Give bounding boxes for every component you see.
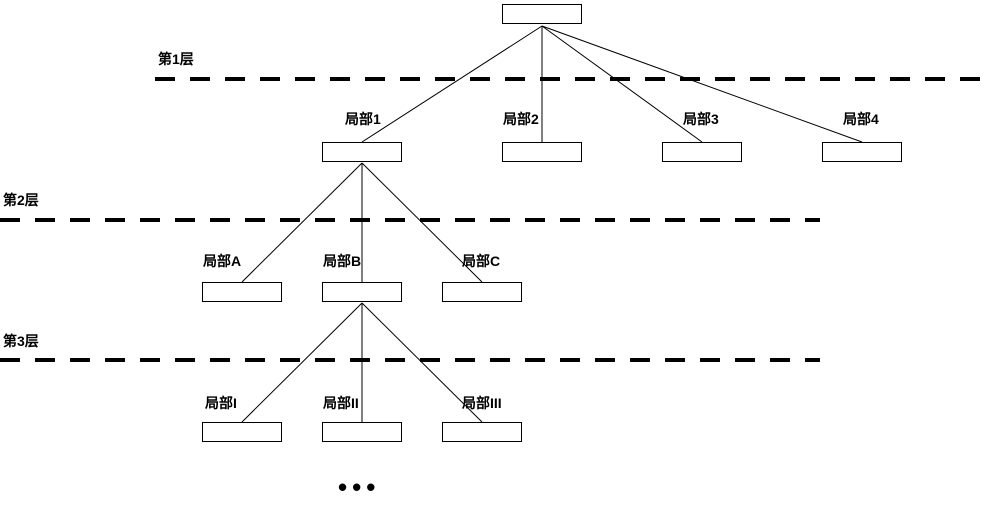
node-label-level1-4: 局部4 [843,111,879,127]
connector-l1-l2c [361,162,483,283]
node-level1-2 [502,142,582,162]
node-label-level3-iii: 局部III [462,395,502,411]
connector-l2-l3a [241,302,363,423]
node-label-level1-3: 局部3 [683,111,719,127]
connector-root-l1c [541,25,703,143]
node-level3-iii [442,422,522,442]
node-level3-ii [322,422,402,442]
node-level1-3 [662,142,742,162]
node-label-level1-2: 局部2 [503,111,539,127]
node-label-level1-1: 局部1 [345,111,381,127]
node-level2-b [322,282,402,302]
layer-label-1: 第1层 [158,51,194,67]
layer-label-2: 第2层 [3,192,39,208]
ellipsis-icon: ••• [338,472,381,502]
node-level2-c [442,282,522,302]
layer-label-3: 第3层 [3,333,39,349]
node-label-level2-a: 局部A [203,253,242,269]
node-label-level3-i: 局部I [205,395,237,411]
connector-root-l1a [361,25,543,143]
connector-l2-l3c [361,302,483,423]
node-root [502,4,582,24]
node-level1-1 [322,142,402,162]
node-level3-i [202,422,282,442]
node-level1-4 [822,142,902,162]
node-label-level2-b: 局部B [323,253,362,269]
node-label-level3-ii: 局部II [323,395,359,411]
connector-l1-l2a [241,162,363,283]
connector-root-l1d [541,25,863,143]
node-label-level2-c: 局部C [462,253,501,269]
node-level2-a [202,282,282,302]
